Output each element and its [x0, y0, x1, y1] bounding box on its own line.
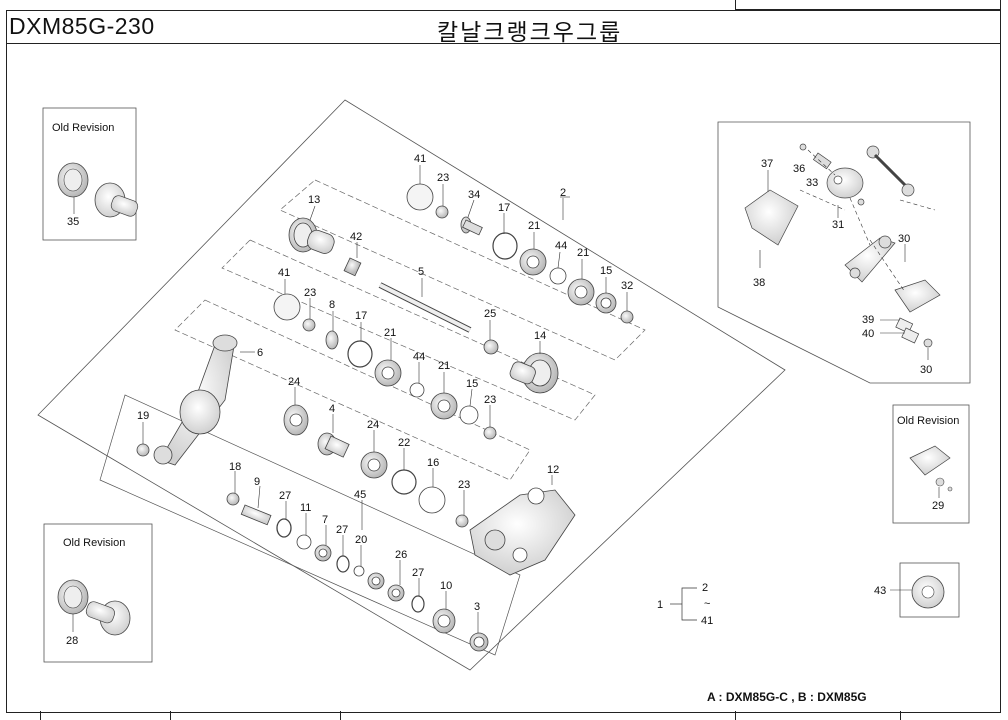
group-note: 1 2 ~ 41: [657, 582, 713, 627]
part-label: 41: [278, 267, 290, 279]
part-label: 17: [498, 202, 510, 214]
group-bottom-label: 41: [701, 615, 713, 627]
part-label: 39: [862, 314, 874, 326]
part-label: 3: [474, 601, 480, 613]
part-label: 9: [254, 476, 260, 488]
part-label: 20: [355, 534, 367, 546]
group-tilde: ~: [704, 598, 710, 610]
part-label: 45: [354, 489, 366, 501]
old-revision-inset-top-left: Old Revision 35: [42, 107, 139, 241]
part-label: 40: [862, 328, 874, 340]
part-label: 21: [577, 247, 589, 259]
part-label: 37: [761, 158, 773, 170]
inset-title: Old Revision: [52, 122, 114, 134]
part-label: 13: [308, 194, 320, 206]
shaft-row-2: [273, 293, 497, 440]
part-label: 34: [468, 189, 480, 201]
part-label: 23: [458, 479, 470, 491]
footer-divider: [170, 711, 171, 720]
part-label: 24: [288, 376, 300, 388]
part-label: 35: [67, 216, 79, 228]
part-label: 16: [427, 457, 439, 469]
part-label: 27: [279, 490, 291, 502]
part-label: 29: [932, 500, 944, 512]
part-label: 41: [414, 153, 426, 165]
old-revision-inset-bottom-left: Old Revision 28: [43, 523, 153, 663]
part-label: 21: [528, 220, 540, 232]
assembly-outline: [37, 99, 786, 671]
part-label: 33: [806, 177, 818, 189]
diagram-frame: [6, 43, 1001, 713]
part-label: 5: [418, 266, 424, 278]
part-label: 7: [322, 514, 328, 526]
part-label: 23: [484, 394, 496, 406]
lower-assembly-outline: [99, 394, 521, 656]
part-label: 17: [355, 310, 367, 322]
part-label: 43: [874, 585, 886, 597]
part-label: 27: [336, 524, 348, 536]
part-label: 42: [350, 231, 362, 243]
part-label: 21: [384, 327, 396, 339]
part-label: 21: [438, 360, 450, 372]
part-label: 14: [534, 330, 546, 342]
crank-arm: [136, 334, 238, 466]
part-label: 24: [367, 419, 379, 431]
model-legend: A : DXM85G-C , B : DXM85G: [707, 690, 867, 704]
part-label: 30: [920, 364, 932, 376]
part-label: 4: [329, 403, 335, 415]
part-label: 26: [395, 549, 407, 561]
part-label: 12: [547, 464, 559, 476]
part-label: 32: [621, 280, 633, 292]
part-label: 19: [137, 410, 149, 422]
model-code: DXM85G-230: [9, 13, 155, 39]
part-label: 44: [555, 240, 567, 252]
part-43-inset: 43: [874, 562, 960, 618]
inset-title: Old Revision: [897, 415, 959, 427]
shaft-row-3: [283, 404, 576, 576]
leader-lines: [142, 165, 628, 633]
part-label: 25: [484, 308, 496, 320]
page-title: 칼날크랭크우그룹: [437, 20, 623, 46]
footer-divider: [340, 711, 341, 720]
drive-linkage-inset: 37 36 33 31 30 38 39 40 30: [717, 121, 971, 384]
footer-divider: [40, 711, 41, 720]
part-label: 38: [753, 277, 765, 289]
part-label: 31: [832, 219, 844, 231]
part-label: 6: [257, 347, 263, 359]
part-label: 15: [466, 378, 478, 390]
part-label: 2: [560, 187, 566, 199]
part-label: 8: [329, 299, 335, 311]
part-label: 28: [66, 635, 78, 647]
shaft-row-1: [288, 183, 634, 394]
old-revision-inset-right: Old Revision 29: [892, 404, 970, 524]
footer-divider: [735, 711, 736, 720]
inset-title: Old Revision: [63, 537, 125, 549]
part-label: 22: [398, 437, 410, 449]
part-label: 36: [793, 163, 805, 175]
part-label: 11: [300, 502, 311, 514]
group-top-label: 2: [702, 582, 708, 594]
part-label: 30: [898, 233, 910, 245]
group-parent-label: 1: [657, 599, 663, 611]
part-label: 15: [600, 265, 612, 277]
lower-row-parts: [226, 492, 489, 652]
part-label: 23: [304, 287, 316, 299]
part-label: 23: [437, 172, 449, 184]
part-label: 10: [440, 580, 452, 592]
part-label: 27: [412, 567, 424, 579]
footer-divider: [900, 711, 901, 720]
subassembly-outlines: [174, 179, 646, 481]
part-label: 18: [229, 461, 241, 473]
title-block-stub: [735, 0, 1001, 10]
part-label: 44: [413, 351, 425, 363]
